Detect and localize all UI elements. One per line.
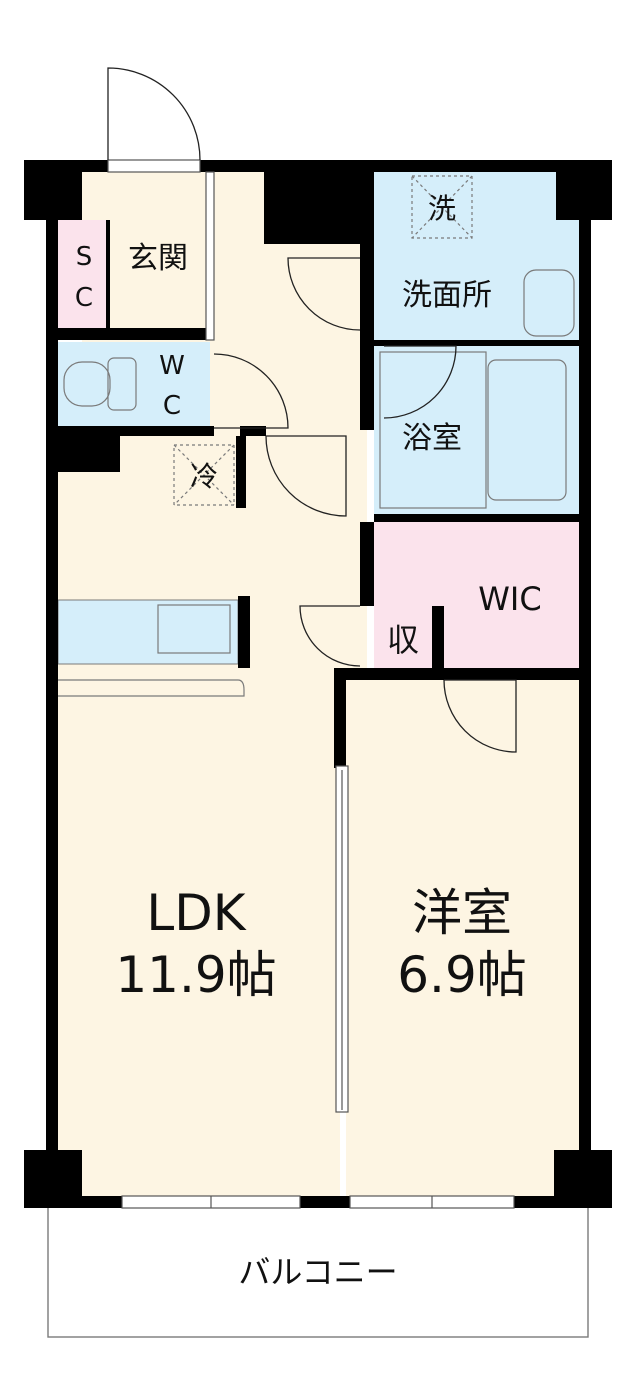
ldk-label: LDK [146,884,246,942]
fridge-label: 冷 [190,460,218,493]
wall-fridge [236,436,246,508]
room-door-swing [443,679,517,753]
corner-top-right [556,160,612,220]
toilet [63,361,111,407]
counter-edge [58,679,245,697]
wall-hall-ldk [240,426,266,436]
fixtures [58,175,575,697]
wall-washroom-bath [374,340,579,346]
wall-wc-bottom-b [120,426,214,436]
labels: S C 玄関 W C 洗 洗面所 浴室 冷 WIC 収 LDK 11.9帖 洋室… [75,192,542,1291]
toilet-tank [107,357,137,411]
wall-hall-right [360,244,374,430]
room-fills [47,172,589,1338]
kitchen-counter [57,599,239,665]
ldk-door-swing [265,435,347,517]
ldk-size: 11.9帖 [115,946,276,1004]
storage-door-swing [299,605,361,667]
kitchen-sink [157,604,231,654]
pillar-top [264,172,374,244]
bath-door-swing [383,345,457,419]
wall-wc-bottom [58,426,120,472]
bath-label: 浴室 [402,421,462,456]
doors [107,67,517,753]
balcony-label: バルコニー [238,1253,397,1291]
washroom-floor [374,172,579,340]
washroom-label: 洗面所 [402,278,492,313]
washbasin [523,269,575,337]
western-room-size: 6.9帖 [397,946,527,1004]
front-door-swing [107,67,201,161]
outer-wall-right [579,160,591,1200]
corner-bottom-right [554,1150,612,1208]
sc-floor [58,220,106,328]
sc-label-s: S [76,242,93,272]
wall-bath-bottom [374,514,579,522]
storage-floor [374,606,432,668]
bath-floor [374,346,579,514]
outer-wall-left [46,160,58,1200]
wc-door-swing [213,353,289,429]
wc-label-w: W [159,351,185,381]
wall-counter-end [238,596,250,668]
washer-cross-b [411,175,473,239]
wall-bottom-mid [300,1196,350,1208]
washer-label: 洗 [428,192,456,225]
entrance-step [205,171,215,341]
wic-label: WIC [478,580,541,618]
wc-floor [58,342,210,426]
wall-storage-right [432,606,444,670]
storage-label: 収 [387,621,419,659]
washer-box [411,175,473,239]
wall-wic-left [360,522,374,606]
ldk-floor [58,440,340,1198]
wc-label-c: C [163,391,181,421]
fridge-box [173,444,235,506]
wall-sc-wc [58,328,214,340]
wall-partition [334,668,346,768]
wall-room-top [336,668,579,680]
windows [107,159,515,1209]
western-room-label: 洋室 [412,884,512,942]
washroom-door-swing [287,257,361,331]
entrance-sill [107,159,201,173]
walls [24,160,612,1208]
sc-label-c: C [75,283,93,313]
fridge-cross-b [173,444,235,506]
shower-area [379,351,487,509]
wall-bottom-right [514,1196,556,1208]
bathtub [487,359,567,501]
outer-wall-top-mid [200,160,612,172]
wall-entrance-left [106,220,110,328]
entrance-label: 玄関 [128,241,188,276]
wall-bottom-left [58,1196,122,1208]
western-room-floor [346,680,579,1198]
corner-top-left [24,160,82,220]
